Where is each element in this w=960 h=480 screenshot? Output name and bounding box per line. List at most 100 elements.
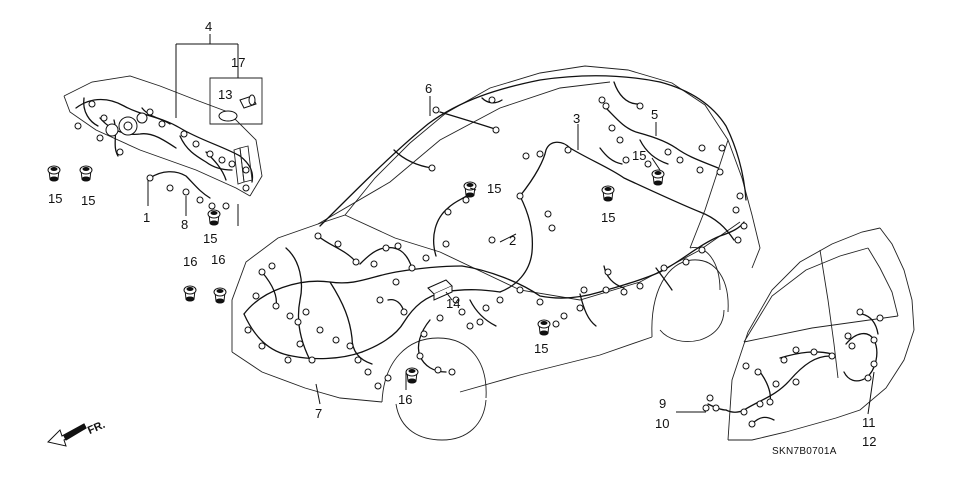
connector-dot (74, 122, 82, 130)
connector-dot (856, 308, 864, 316)
connector-dot (286, 312, 294, 320)
callout-15-d[interactable]: 15 (487, 181, 502, 196)
callout-15-b[interactable]: 15 (81, 193, 96, 208)
connector-dot (228, 160, 236, 168)
drawing-code: SKN7B0701A (772, 446, 837, 457)
connector-dot (88, 100, 96, 108)
connector-dot (352, 258, 360, 266)
connector-dot (780, 356, 788, 364)
bolt-icon (213, 287, 227, 304)
connector-dot (146, 174, 154, 182)
callout-6[interactable]: 6 (425, 81, 433, 96)
callout-13[interactable]: 13 (218, 87, 233, 102)
part-14-relay (427, 279, 453, 301)
connector-dot (870, 360, 878, 368)
callout-16-b[interactable]: 16 (211, 252, 226, 267)
callout-7[interactable]: 7 (315, 406, 323, 421)
callout-17[interactable]: 17 (231, 55, 246, 70)
connector-dot (810, 348, 818, 356)
connector-dot (272, 302, 280, 310)
bolt-icon (207, 209, 221, 226)
callout-15-c[interactable]: 15 (203, 231, 218, 246)
connector-dot (636, 282, 644, 290)
connector-dot (332, 336, 340, 344)
connector-dot (548, 224, 556, 232)
leader-lines (147, 34, 875, 415)
connector-dot (442, 240, 450, 248)
connector-dot (158, 120, 166, 128)
connector-dot (620, 288, 628, 296)
callout-8[interactable]: 8 (181, 217, 189, 232)
connector-dot (604, 268, 612, 276)
connector-dot (488, 96, 496, 104)
connector-dot (196, 196, 204, 204)
connector-dot (242, 166, 250, 174)
connector-dot (536, 150, 544, 158)
callout-10[interactable]: 10 (655, 416, 670, 431)
callout-16-a[interactable]: 16 (183, 254, 198, 269)
connector-dot (394, 242, 402, 250)
connector-dot (382, 244, 390, 252)
callout-11[interactable]: 11 (862, 415, 876, 430)
callout-14[interactable]: 14 (446, 296, 461, 311)
callout-15-g[interactable]: 15 (534, 341, 549, 356)
bolt-icon (537, 319, 551, 336)
connector-dot (698, 246, 706, 254)
callout-15-e[interactable]: 15 (601, 210, 616, 225)
door-panel-outline (727, 227, 915, 441)
connector-dot (766, 398, 774, 406)
connector-dot (792, 378, 800, 386)
callout-4[interactable]: 4 (205, 19, 213, 34)
connector-dot (482, 304, 490, 312)
connector-dot (544, 210, 552, 218)
connector-dot (740, 222, 748, 230)
connector-dot (296, 340, 304, 348)
connector-dot (376, 296, 384, 304)
callout-5[interactable]: 5 (651, 107, 659, 122)
connector-dot (346, 342, 354, 350)
connector-dot (732, 206, 740, 214)
connector-dot (580, 286, 588, 294)
connector-dot (742, 362, 750, 370)
callout-9[interactable]: 9 (659, 396, 667, 411)
connector-dot (754, 368, 762, 376)
fasteners (47, 165, 665, 384)
callout-1[interactable]: 1 (143, 210, 151, 225)
bolt-icon (79, 165, 93, 182)
connector-dot (576, 304, 584, 312)
connector-dot (536, 298, 544, 306)
connector-dot (392, 278, 400, 286)
connector-dot (466, 322, 474, 330)
connector-dot (316, 326, 324, 334)
part-13-clip (209, 77, 263, 125)
connector-dot (354, 356, 362, 364)
connector-dot (848, 342, 856, 350)
connector-dot (116, 148, 124, 156)
connector-dot (448, 368, 456, 376)
callout-2[interactable]: 2 (509, 233, 517, 248)
connector-dot (676, 156, 684, 164)
connector-dot (706, 394, 714, 402)
connector-dot (334, 240, 342, 248)
connector-dot (428, 164, 436, 172)
connector-dot (258, 268, 266, 276)
connector-dot (602, 286, 610, 294)
callout-3[interactable]: 3 (573, 111, 581, 126)
connector-dot (740, 408, 748, 416)
callout-15-a[interactable]: 15 (48, 191, 63, 206)
connector-dot (308, 356, 316, 364)
connector-dot (492, 126, 500, 134)
connector-dot (146, 108, 154, 116)
connector-dot (876, 314, 884, 322)
callout-16-c[interactable]: 16 (398, 392, 413, 407)
connector-dot (598, 96, 606, 104)
bolt-icon (47, 165, 61, 182)
connector-dot (166, 184, 174, 192)
connector-dot (636, 102, 644, 110)
connector-dot (244, 326, 252, 334)
connector-dot (408, 264, 416, 272)
connector-dot (436, 314, 444, 322)
callout-12[interactable]: 12 (862, 434, 877, 449)
connector-dot (100, 114, 108, 122)
callout-15-f[interactable]: 15 (632, 148, 647, 163)
